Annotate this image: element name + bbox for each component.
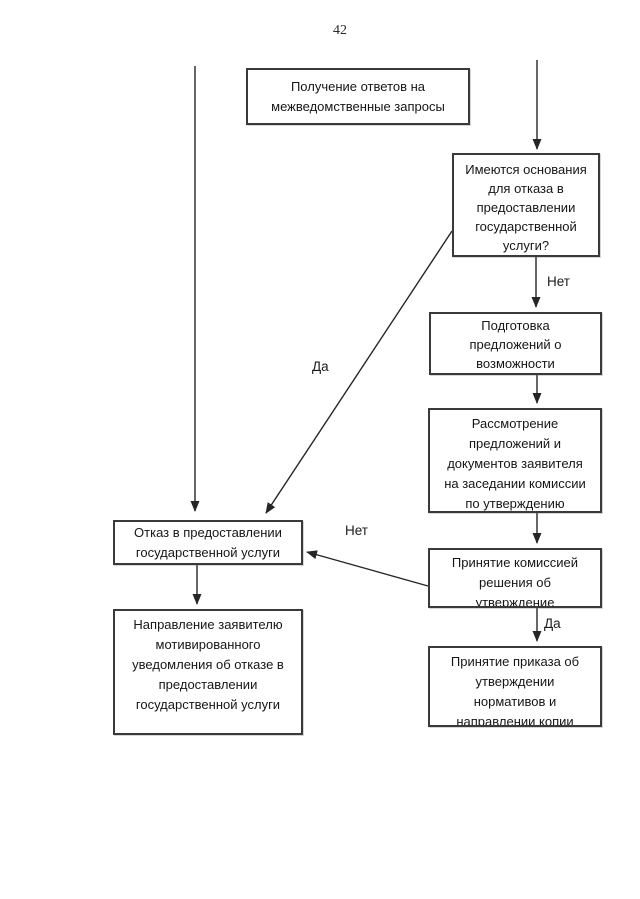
node-refusal: Отказ в предоставлении государственной у… [113, 520, 303, 565]
node-grounds-for-refusal: Имеются основания для отказа в предостав… [452, 153, 600, 257]
node-commission-decision: Принятие комиссией решения об утверждени… [428, 548, 602, 608]
node-prepare-proposals: Подготовка предложений о возможности [429, 312, 602, 375]
node-notify-refusal: Направление заявителю мотивированного ув… [113, 609, 303, 735]
edge-label-yes-below-decision: Да [544, 616, 561, 631]
edge-label-no-diagonal-refuse: Нет [345, 523, 368, 538]
connector-decision-no-to-refusal [306, 550, 429, 587]
page-number: 42 [333, 23, 347, 38]
node-review-proposals: Рассмотрение предложений и документов за… [428, 408, 602, 513]
edge-label-no-below-grounds: Нет [547, 274, 570, 289]
edge-label-yes-diagonal-refuse: Да [312, 359, 329, 374]
connector-grounds-yes-to-refusal [265, 230, 453, 514]
node-order-approval: Принятие приказа об утверждении норматив… [428, 646, 602, 727]
node-receive-answers: Получение ответов на межведомственные за… [246, 68, 470, 125]
